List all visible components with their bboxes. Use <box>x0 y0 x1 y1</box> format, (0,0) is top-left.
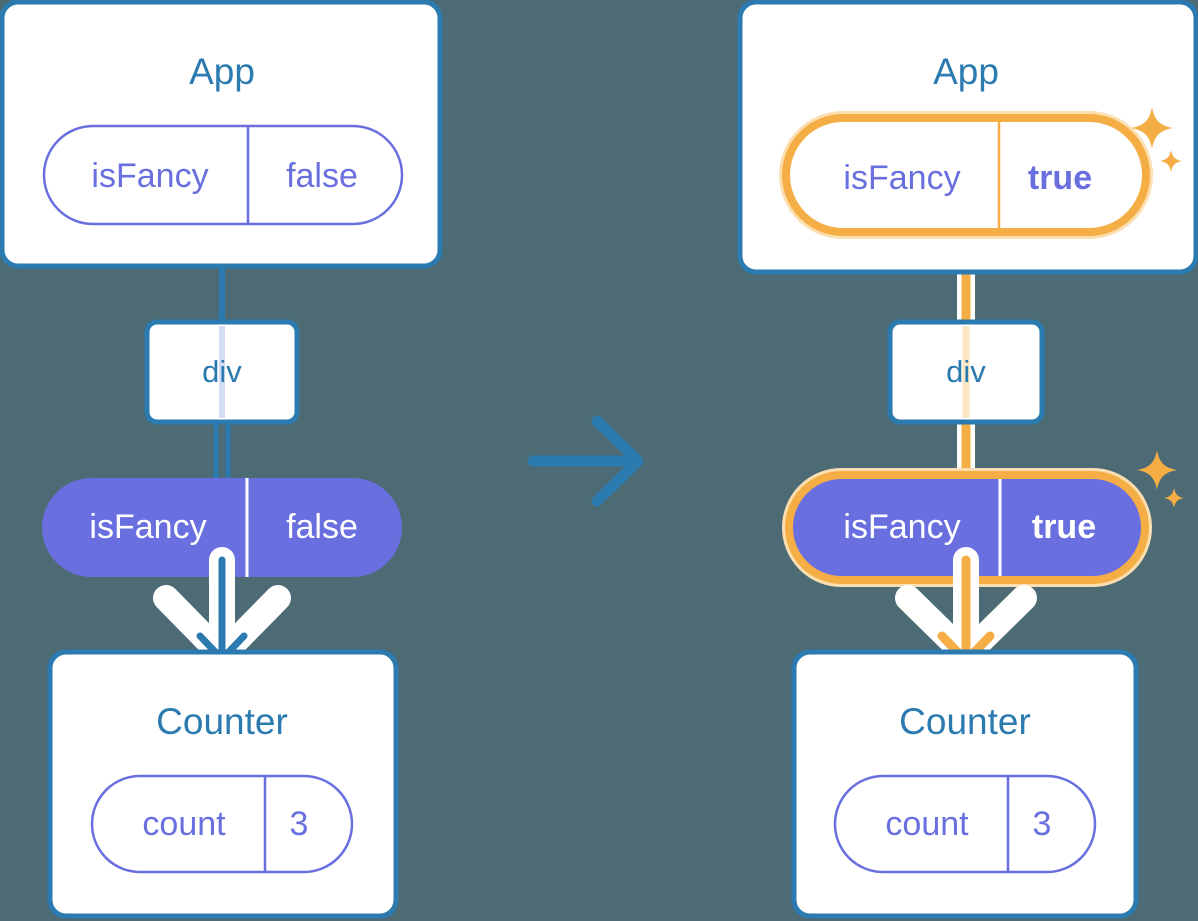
counter-state-pill-body <box>833 774 1097 874</box>
prop-pill: isFancy false <box>42 478 402 577</box>
counter-state-pill-value: 3 <box>290 805 309 843</box>
app-state-pill-value: true <box>1028 159 1092 197</box>
app-state-pill: isFancy true <box>779 111 1153 239</box>
app-card-title: App <box>933 51 999 92</box>
prop-pill-key: isFancy <box>89 508 206 546</box>
dom-node-div: div <box>887 319 1045 425</box>
prop-pill-body <box>42 478 402 577</box>
dom-node-div-label: div <box>946 354 986 389</box>
app-state-pill: isFancy false <box>42 124 404 226</box>
counter-state-pill: count 3 <box>833 774 1097 874</box>
sparkle-small-icon <box>1164 488 1184 508</box>
app-state-pill-key: isFancy <box>91 157 208 195</box>
transition-arrow-head <box>591 415 644 507</box>
counter-state-pill: count 3 <box>90 774 354 874</box>
app-card-title: App <box>189 51 255 92</box>
prop-pill-value: true <box>1032 508 1096 546</box>
counter-card-title: Counter <box>156 701 288 742</box>
counter-state-pill-body <box>90 774 354 874</box>
counter-state-pill-key: count <box>885 805 969 843</box>
app-state-pill-value: false <box>286 157 358 195</box>
counter-card-title: Counter <box>899 701 1031 742</box>
app-state-pill-highlight-ring <box>782 114 1150 236</box>
app-state-pill-key: isFancy <box>843 159 960 197</box>
panel-after: App isFancy true div <box>737 0 1198 919</box>
prop-pill-key: isFancy <box>843 508 960 546</box>
dom-node-div: div <box>144 319 300 425</box>
app-state-pill-body <box>42 124 404 226</box>
counter-state-pill-value: 3 <box>1033 805 1052 843</box>
prop-pill-value: false <box>286 508 358 546</box>
sparkle-large-icon <box>1137 450 1177 490</box>
counter-state-pill-key: count <box>142 805 226 843</box>
transition-arrow <box>527 415 644 507</box>
dom-node-div-label: div <box>202 354 242 389</box>
panel-before: App isFancy false div isFancy false <box>0 0 443 919</box>
